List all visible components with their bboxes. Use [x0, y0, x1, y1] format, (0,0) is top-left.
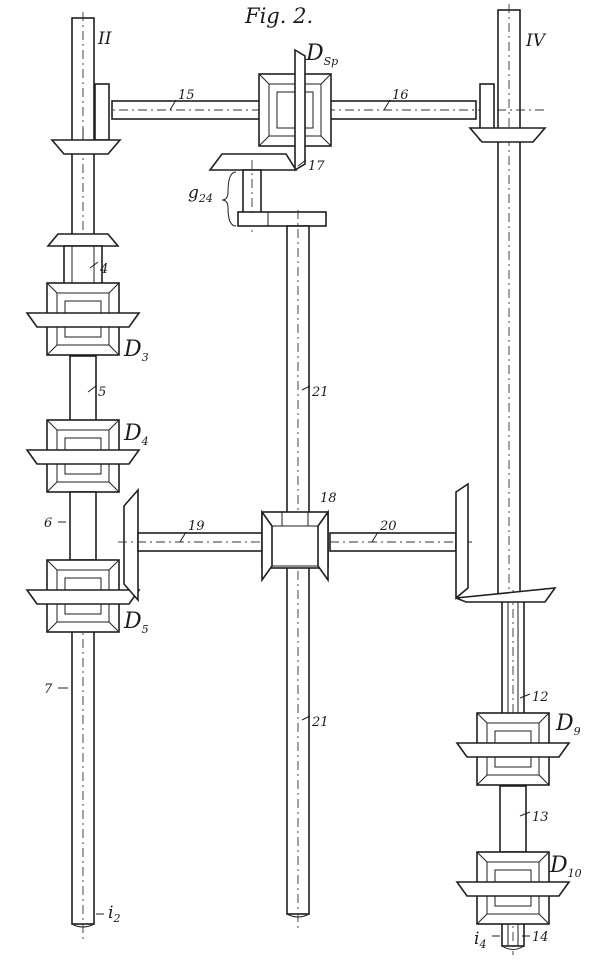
differential-d10	[455, 851, 571, 925]
label-shaft-ii: II	[97, 29, 112, 49]
label-21-upper: 21	[301, 385, 329, 400]
shaft-15	[100, 100, 265, 120]
differential-d3	[25, 282, 141, 356]
svg-text:16: 16	[392, 88, 409, 103]
svg-text:15: 15	[178, 88, 195, 103]
label-i2: i2	[96, 903, 120, 925]
gear-g24-block	[221, 171, 327, 227]
label-d3: D3	[123, 337, 149, 364]
differential-d5	[25, 559, 141, 633]
bevel-gear-4	[46, 233, 120, 285]
label-7: 7	[44, 682, 68, 697]
differential-dsp	[258, 48, 332, 172]
label-19: 19	[179, 519, 205, 543]
svg-text:21: 21	[311, 715, 329, 730]
label-15: 15	[169, 88, 195, 111]
svg-text:7: 7	[44, 682, 53, 697]
label-shaft-iv: IV	[525, 31, 547, 51]
svg-text:6: 6	[44, 516, 52, 531]
svg-text:19: 19	[188, 519, 205, 534]
label-5: 5	[87, 385, 106, 400]
svg-text:14: 14	[532, 930, 549, 945]
svg-text:i2: i2	[108, 903, 120, 925]
label-21-lower: 21	[301, 715, 329, 730]
shaft-16	[325, 100, 545, 120]
svg-text:5: 5	[98, 385, 106, 400]
label-6: 6	[44, 516, 66, 531]
differential-d9	[455, 712, 571, 786]
label-12: 12	[519, 690, 549, 705]
label-16: 16	[383, 88, 409, 111]
label-4: 4	[89, 261, 108, 277]
svg-text:18: 18	[320, 491, 337, 506]
label-17: 17	[297, 159, 325, 174]
label-dsp: DSp	[305, 41, 338, 68]
shaft-20	[329, 532, 475, 552]
label-d10: D10	[549, 853, 582, 880]
shaft-6-sleeve	[69, 491, 97, 561]
label-14: 14	[522, 930, 549, 945]
bevel-gear-20-right	[455, 482, 557, 603]
label-g24: g24	[188, 183, 213, 205]
svg-text:20: 20	[379, 519, 397, 534]
label-d9: D9	[555, 711, 581, 738]
svg-text:17: 17	[308, 159, 325, 174]
svg-text:12: 12	[532, 690, 549, 705]
bevel-gear-19-left	[123, 487, 139, 603]
differential-d4	[25, 419, 141, 493]
label-18: 18	[320, 491, 337, 506]
svg-text:4: 4	[99, 262, 108, 277]
bevel-gear-top-right	[468, 83, 547, 143]
label-i4: i4	[474, 929, 500, 951]
shaft-13-sleeve	[499, 785, 527, 853]
label-13: 13	[519, 810, 549, 825]
label-d5: D5	[123, 609, 149, 636]
differential-18	[261, 509, 329, 583]
shaft-21	[286, 210, 310, 930]
svg-text:21: 21	[311, 385, 329, 400]
label-20: 20	[371, 519, 397, 543]
label-d4: D4	[123, 421, 149, 448]
shaft-19	[118, 532, 265, 552]
figure-title: Fig. 2.	[244, 4, 313, 28]
svg-text:i4: i4	[474, 929, 486, 951]
svg-text:13: 13	[532, 810, 549, 825]
bevel-gear-top-left	[50, 83, 122, 155]
